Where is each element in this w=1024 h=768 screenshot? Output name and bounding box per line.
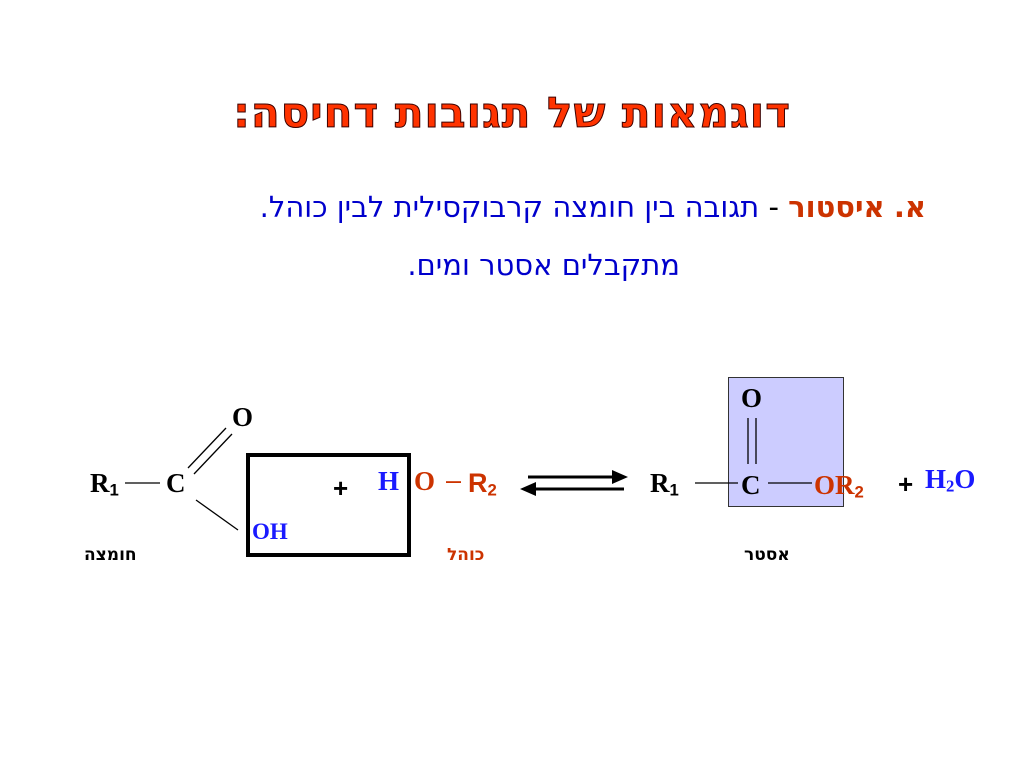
page-title: דוגמאות של תגובות דחיסה: — [233, 88, 791, 138]
intro-term: איסטור — [788, 190, 885, 224]
ester-r1: R1 — [650, 468, 679, 500]
ester-alkoxy-group: OR2 — [814, 470, 864, 502]
alcohol-bond: – — [446, 465, 462, 495]
equilibrium-arrow-back-head — [520, 482, 536, 496]
acid-label: חומצה — [84, 545, 137, 565]
acid-c-o-double-bond-a — [187, 427, 227, 469]
intro-dash: - — [768, 190, 779, 224]
alcohol-hydrogen: H — [378, 466, 400, 496]
elimination-box — [246, 453, 411, 557]
water-molecule: H2O — [925, 464, 976, 496]
acid-carbonyl-oxygen: O — [232, 402, 254, 432]
acid-r1: R1 — [90, 468, 119, 500]
acid-carbon: C — [166, 468, 186, 498]
acid-hydroxyl: OH — [252, 519, 288, 544]
acid-c-oh-bond — [195, 499, 239, 531]
plus-sign-2: + — [898, 469, 914, 499]
ester-label: אסטר — [744, 545, 790, 565]
intro-label: א. — [893, 190, 926, 224]
alcohol-r2: R2 — [468, 468, 497, 500]
ester-highlight-box — [728, 377, 844, 507]
ester-carbonyl-oxygen: O — [741, 383, 763, 413]
intro-line-2: מתקבלים אסטר ומים. — [407, 248, 680, 282]
plus-sign-1: + — [333, 473, 349, 503]
alcohol-label: כוהל — [447, 545, 485, 565]
ester-carbon: C — [741, 470, 761, 500]
acid-c-o-double-bond-b — [193, 433, 233, 475]
alcohol-oxygen: O — [414, 466, 436, 496]
intro-line-1-text: תגובה בין חומצה קרבוקסילית לבין כוהל. — [259, 190, 760, 224]
equilibrium-arrow-forward-head — [612, 470, 628, 484]
intro-line-1: א. איסטור - תגובה בין חומצה קרבוקסילית ל… — [260, 190, 926, 224]
